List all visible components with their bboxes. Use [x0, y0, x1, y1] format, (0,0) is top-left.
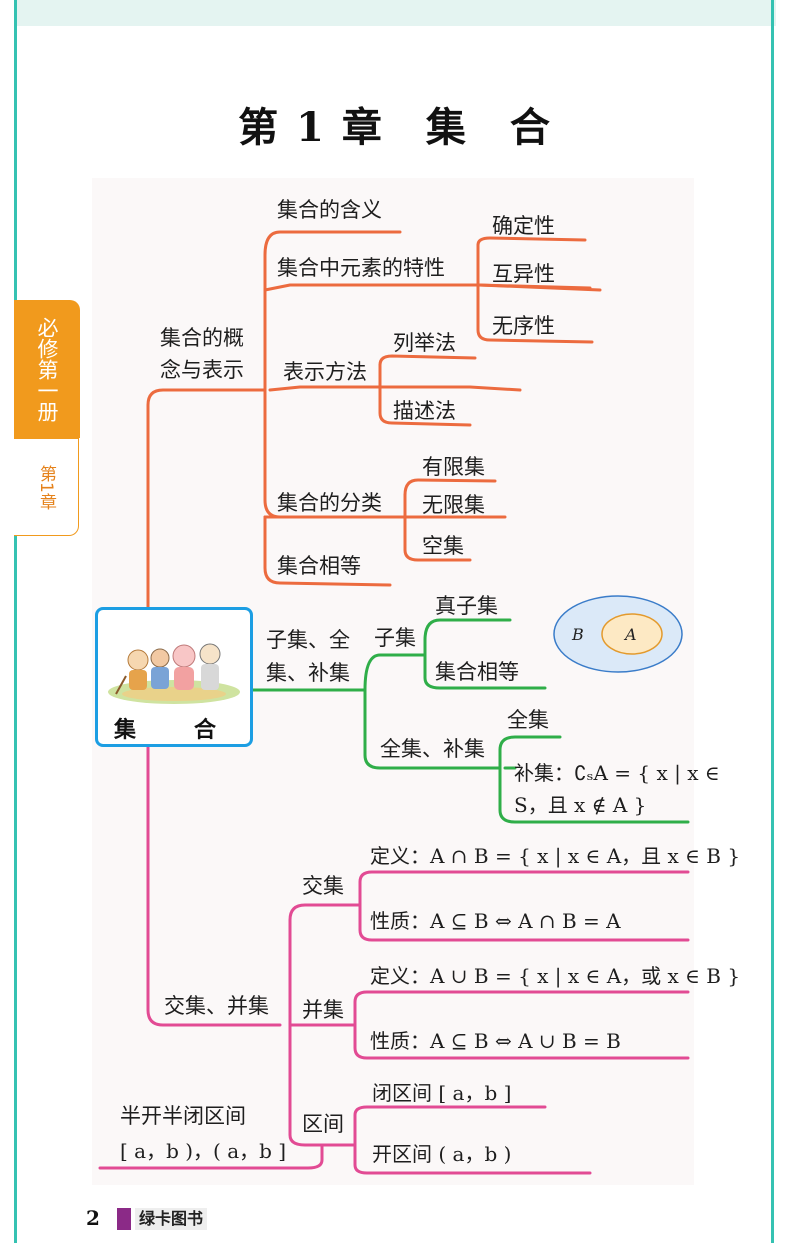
- meaning-label: 集合的含义: [277, 198, 382, 222]
- half-open-label-2: [ a，b )，( a，b ]: [120, 1139, 287, 1163]
- prop-distinct: 互异性: [492, 262, 555, 286]
- branch-subset: [251, 618, 690, 824]
- branch-ops: [98, 745, 690, 1175]
- closed-interval-label: 闭区间 [ a，b ]: [372, 1081, 512, 1105]
- top-band: [14, 0, 776, 26]
- equality-label: 集合相等: [277, 554, 361, 578]
- rep-description: 描述法: [393, 399, 456, 423]
- venn-inner-label: A: [623, 625, 637, 644]
- subset-branch-label-1: 子集、全: [266, 628, 350, 652]
- rep-enumeration: 列举法: [393, 331, 456, 355]
- side-tab-chapter: 第1章: [14, 438, 79, 536]
- chapter-title: 第 1 章 集 合: [238, 104, 552, 151]
- page-frame: [14, 0, 774, 1243]
- side-tab-book: 必修第一册: [14, 300, 80, 438]
- prop-definite: 确定性: [492, 214, 555, 238]
- ops-label: 交集、并集: [164, 994, 269, 1018]
- venn-outer-label: B: [571, 625, 584, 644]
- complement-def-line2: S，且 x ∉ A }: [514, 793, 647, 817]
- intersection-label: 交集: [302, 874, 344, 898]
- proper-subset-label: 真子集: [435, 594, 498, 618]
- universal-complement-label: 全集、补集: [380, 737, 485, 761]
- concept-label-2: 念与表示: [160, 358, 244, 382]
- subset-branch-label-2: 集、补集: [266, 661, 350, 685]
- union-property: 性质：A ⊆ B ⇔ A ∪ B = B: [370, 1029, 621, 1053]
- subset-label: 子集: [374, 626, 416, 650]
- class-finite: 有限集: [422, 455, 485, 479]
- intersection-definition: 定义：A ∩ B = { x | x ∈ A，且 x ∈ B }: [370, 844, 741, 868]
- open-interval-label: 开区间 ( a，b ): [372, 1142, 512, 1166]
- publisher-name: 绿卡图书: [135, 1208, 208, 1230]
- set-equal-label: 集合相等: [435, 660, 519, 684]
- branch-concept: [146, 230, 602, 609]
- representation-label: 表示方法: [283, 360, 367, 384]
- page-number: 2: [86, 1206, 100, 1230]
- classification-label: 集合的分类: [277, 491, 382, 515]
- union-label: 并集: [302, 998, 344, 1022]
- complement-def-line1: 补集：∁ₛA = { x | x ∈: [514, 761, 720, 785]
- publisher-mark-icon: [117, 1208, 131, 1230]
- side-tab: 必修第一册 第1章: [14, 300, 80, 536]
- concept-label-1: 集合的概: [160, 326, 244, 350]
- cartoon-characters-illustration: [108, 643, 240, 704]
- interval-label: 区间: [302, 1112, 344, 1136]
- union-definition: 定义：A ∪ B = { x | x ∈ A，或 x ∈ B }: [370, 964, 741, 988]
- publisher-logo: 绿卡图书: [117, 1207, 213, 1231]
- prop-unordered: 无序性: [492, 314, 555, 338]
- element-props-label: 集合中元素的特性: [277, 256, 445, 280]
- half-open-label-1: 半开半闭区间: [120, 1104, 246, 1128]
- class-empty: 空集: [422, 534, 464, 558]
- universal-label: 全集: [507, 708, 549, 732]
- center-node-label: 集 合: [113, 718, 234, 743]
- intersection-property: 性质：A ⊆ B ⇔ A ∩ B = A: [370, 909, 621, 933]
- center-node: 集 合: [95, 607, 253, 747]
- class-infinite: 无限集: [422, 493, 485, 517]
- venn-diagram: B A: [553, 595, 683, 673]
